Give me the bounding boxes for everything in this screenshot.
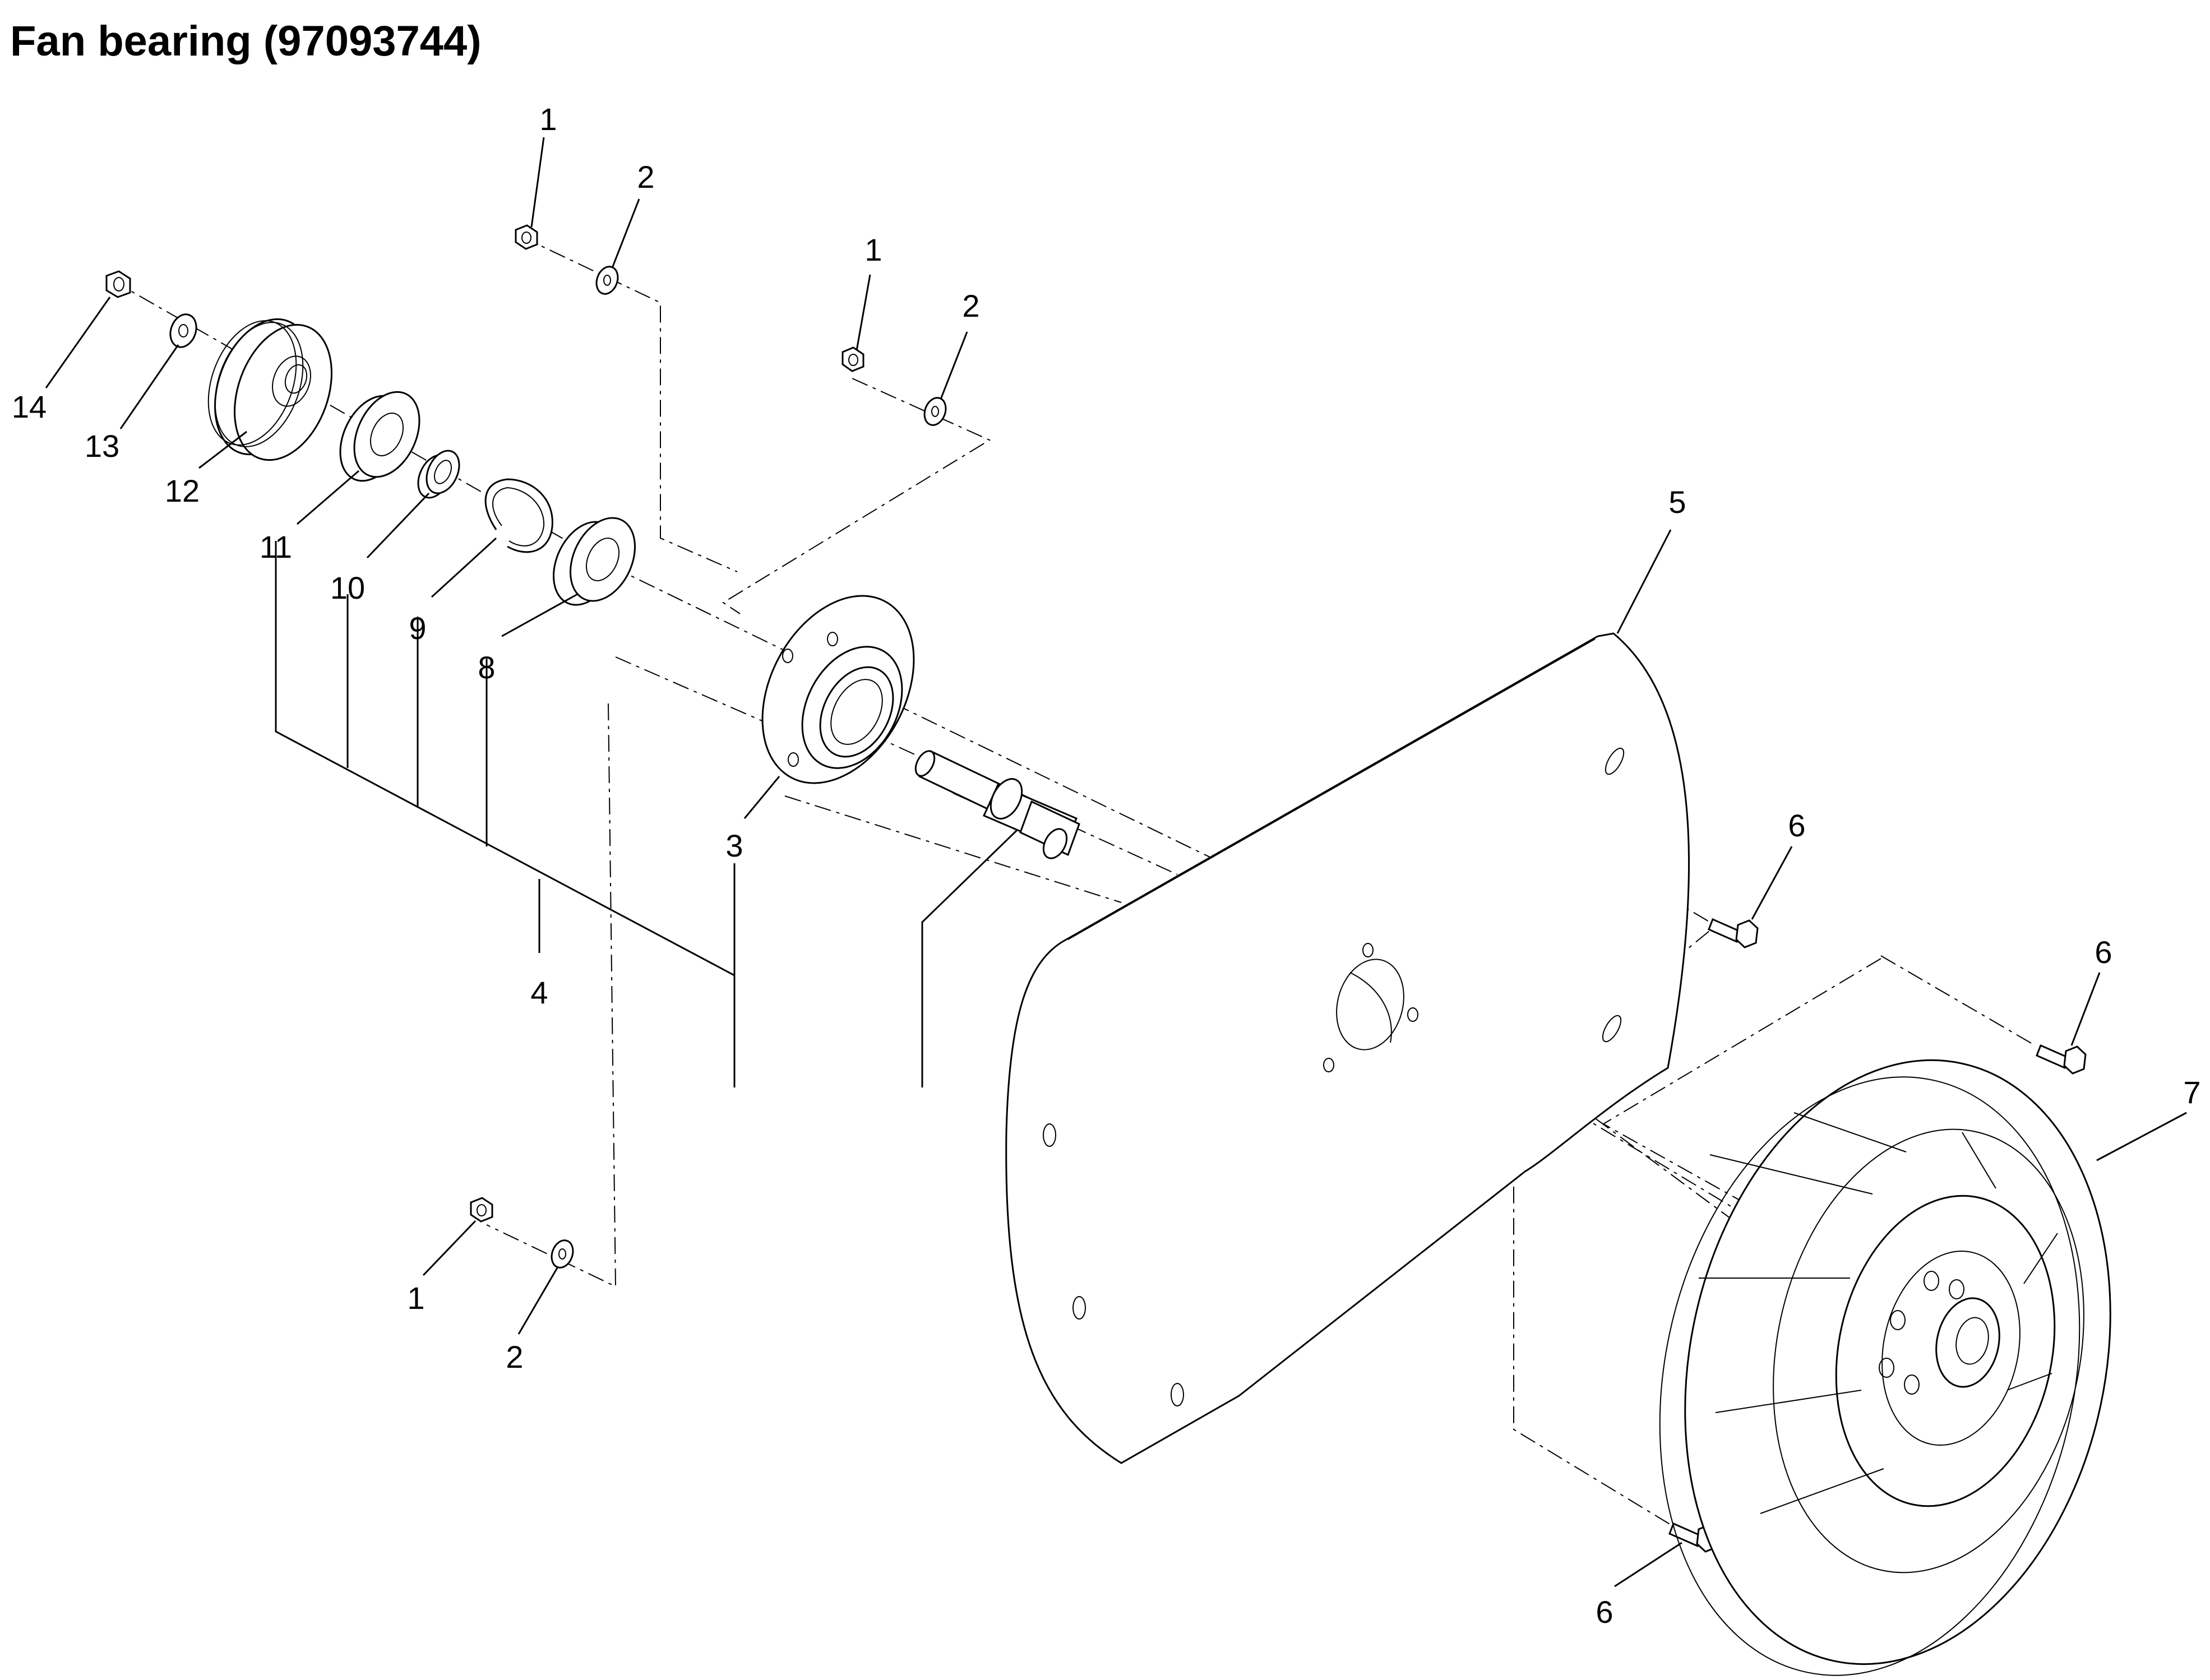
callout-4: 4: [530, 975, 548, 1010]
assembly-bracket: [275, 541, 1019, 1087]
callout-14: 14: [12, 389, 47, 424]
callout-10: 10: [330, 570, 365, 605]
mounting-plate: [1005, 632, 1690, 1464]
callout-1: 1: [539, 101, 557, 137]
callout-13: 13: [85, 428, 119, 464]
callout-11: 11: [260, 529, 292, 564]
pulley-stack: [105, 270, 636, 606]
callout-6: 6: [1596, 1594, 1613, 1630]
callout-2: 2: [506, 1339, 523, 1374]
callout-6: 6: [2095, 934, 2112, 970]
callout-7: 7: [2183, 1075, 2200, 1110]
leader-lines: [45, 137, 2187, 1588]
bearing-housing: [761, 595, 915, 784]
callout-6: 6: [1788, 808, 1805, 843]
callout-2: 2: [962, 288, 979, 323]
callout-8: 8: [478, 650, 495, 685]
callout-labels: 1 2 1 2 14 13 12 11 10 9 8 5 3 4 6 6 7 1…: [12, 101, 2201, 1630]
callout-1: 1: [864, 232, 882, 267]
callout-3: 3: [725, 828, 743, 863]
callout-1: 1: [407, 1280, 424, 1316]
callout-9: 9: [409, 610, 426, 646]
callout-12: 12: [165, 473, 200, 508]
fan-shaft: [914, 749, 1080, 859]
callout-5: 5: [1668, 484, 1686, 520]
callout-2: 2: [637, 159, 654, 195]
page-title: Fan bearing (97093744): [10, 17, 482, 65]
nuts-and-washers: [470, 224, 947, 1269]
fan-impeller: [1659, 1059, 2111, 1676]
